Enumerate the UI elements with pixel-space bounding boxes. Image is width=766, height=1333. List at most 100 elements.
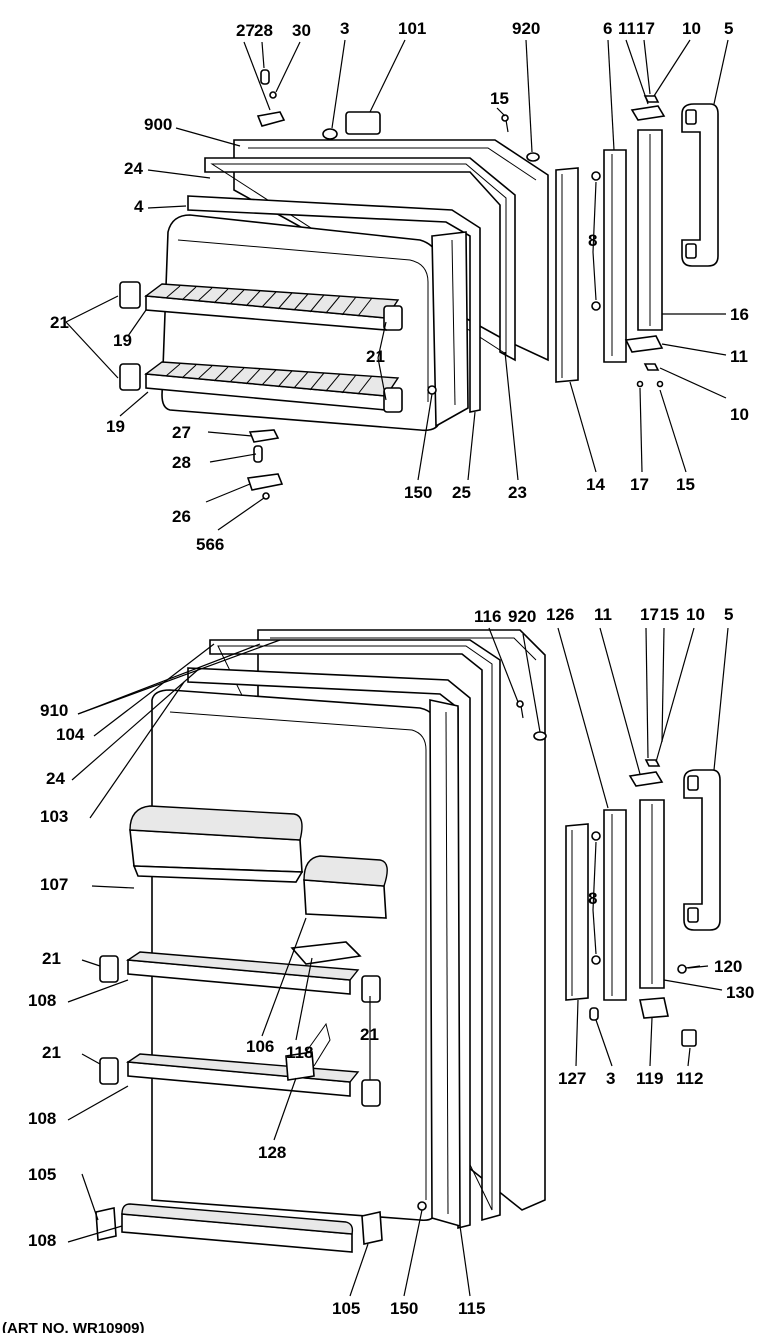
handle-5 [681,103,719,267]
callout: 21 [360,1025,379,1044]
handle-5-bottom [683,769,721,931]
callout: 28 [254,21,273,40]
callout: 10 [686,605,705,624]
hinge-cover-119 [639,997,669,1019]
handle-mount-126 [603,809,627,1001]
callout: 30 [292,21,311,40]
callout: 566 [196,535,224,554]
shelf-end-cap [119,363,141,391]
callout: 8 [588,231,597,250]
callout: 126 [546,605,574,624]
nameplate-101 [345,111,381,135]
callout: 3 [340,19,349,38]
shelf-end-cap [383,387,403,413]
shelf-end-cap [361,1079,381,1107]
callout: 25 [452,483,471,502]
callout: 27 [236,21,255,40]
callout: 920 [512,19,540,38]
callout: 11 [618,19,636,38]
callout: 21 [42,1043,61,1062]
callout: 15 [676,475,695,494]
callout: 130 [726,983,754,1002]
hinge-bracket-27-top [256,111,286,127]
callout: 106 [246,1037,274,1056]
egg-tray-118 [290,941,362,965]
callout: 24 [124,159,143,178]
callout: 28 [172,453,191,472]
callout: 108 [28,1109,56,1128]
shelf-end-cap-105 [361,1211,383,1245]
callout: 128 [258,1143,286,1162]
callout: 10 [682,19,701,38]
top-door-assembly [119,69,719,500]
callout: 15 [490,89,509,108]
shelf-end-cap-105 [95,1207,117,1241]
callout: 108 [28,1231,56,1250]
callout: 119 [636,1069,663,1088]
callout: 150 [404,483,432,502]
door-gasket [204,157,516,362]
callout: 15 [660,605,679,624]
callout: 910 [40,701,68,720]
callout: 104 [56,725,85,744]
callout: 19 [113,331,132,350]
liner-frame-103 [187,667,471,1230]
callout: 120 [714,957,742,976]
shelf-end-cap [383,305,403,331]
callout: 115 [458,1299,485,1318]
callout: 16 [730,305,749,324]
callout: 112 [676,1069,703,1088]
callout: 920 [508,607,536,626]
trim-strip-14 [555,167,579,383]
bottom-door-assembly [95,629,721,1253]
art-number-footer: (ART NO. WR10909) [2,1320,145,1333]
top-leader-lines [65,39,729,531]
door-inner-liner-bottom [151,689,439,1222]
callout: 21 [50,313,69,332]
callout: 17 [630,475,649,494]
callout: 103 [40,807,68,826]
hinge-plate-26 [246,473,284,491]
shelf-end-cap [99,1057,119,1085]
shelf-end-cap [119,281,141,309]
callout: 105 [332,1299,360,1318]
callout: 127 [558,1069,586,1088]
callout: 21 [366,347,385,366]
callout: 900 [144,115,172,134]
bottom-callout-labels: 116 920 126 11 17 15 10 5 910 104 24 103… [28,605,754,1318]
handle-mount-6 [603,149,627,363]
callout: 21 [42,949,61,968]
callout: 11 [730,347,748,366]
callout: 3 [606,1069,615,1088]
callout: 6 [603,19,612,38]
callout: 11 [594,605,612,624]
callout: 23 [508,483,527,502]
callout: 5 [724,605,733,624]
callout: 118 [286,1043,313,1062]
callout: 27 [172,423,191,442]
callout: 4 [134,197,144,216]
callout: 101 [398,19,426,38]
door-gasket-104 [209,639,501,1222]
hinge-bracket-27 [248,429,280,443]
callout: 19 [106,417,125,436]
part-112 [681,1029,697,1047]
part-128 [285,1051,315,1081]
top-callout-labels: 27 28 30 3 101 920 6 11 17 10 5 900 15 2… [50,19,749,554]
shelf-end-cap [99,955,119,983]
liner-frame [187,195,481,413]
callout: 24 [46,769,65,788]
callout: 5 [724,19,733,38]
callout: 116 [474,607,501,626]
callout: 14 [586,475,605,494]
callout: 8 [588,889,597,908]
callout: 10 [730,405,749,424]
shelf-end-cap [361,975,381,1003]
callout: 108 [28,991,56,1010]
callout: 17 [640,605,659,624]
callout: 17 [636,19,655,38]
callout: 105 [28,1165,56,1184]
trim-strip-127 [565,823,589,1001]
